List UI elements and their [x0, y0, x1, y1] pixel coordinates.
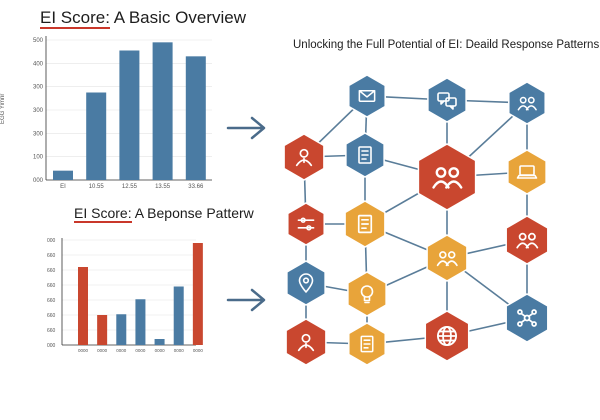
document-icon	[357, 214, 373, 234]
chart2-ytick-label: 660	[47, 298, 56, 304]
chart1-ytick-label: 500	[33, 38, 44, 44]
chart2-xtick-label: 0000	[155, 348, 166, 353]
network-title: Unlocking the Full Potential of EI: Deai…	[293, 39, 600, 51]
network-node-hexagon	[505, 293, 549, 343]
network-node-hexagon	[417, 143, 477, 211]
person-icon	[297, 333, 315, 352]
chart2-ytick-label: 660	[47, 253, 56, 259]
chart1-xtick-label: 12.55	[122, 184, 138, 190]
chart2-bar	[97, 315, 108, 345]
arrow-right-icon	[226, 116, 266, 140]
chart1-bar	[185, 56, 206, 181]
chart2-ytick-label: 660	[47, 283, 56, 289]
chart1-bar	[152, 42, 173, 181]
chart2-ytick-label: 660	[47, 313, 56, 319]
chart2-bar	[78, 267, 88, 345]
chart1-bar	[53, 170, 73, 180]
lightbulb-icon	[360, 285, 374, 304]
chart2-ytick-label: 000	[47, 343, 56, 349]
people-icon	[432, 167, 463, 189]
chart1-xtick-label: 33.66	[188, 184, 204, 190]
chart1-bar	[86, 92, 107, 180]
chart2-xtick-label: 0000	[135, 348, 146, 353]
chart1-ytick-label: 000	[33, 178, 44, 184]
chart1-ytick-label: 300	[33, 108, 44, 114]
chart2-bar	[154, 339, 165, 345]
chart2-ytick-label: 000	[47, 238, 56, 244]
sliders-icon	[297, 217, 315, 231]
chart1-ytick-label: 100	[33, 155, 44, 161]
chart1-xtick-label: EI	[60, 184, 66, 190]
chart2-ytick-label: 660	[47, 328, 56, 334]
person-icon	[295, 148, 313, 167]
chart1-xtick-label: 13.55	[155, 184, 171, 190]
chart2-ytick-label: 660	[47, 268, 56, 274]
envelope-icon	[358, 89, 376, 103]
chat-bubbles-icon	[437, 92, 457, 110]
arrow-right-icon	[226, 288, 266, 312]
chart2-xtick-label: 0000	[78, 348, 89, 353]
people-icon	[517, 96, 537, 111]
chart1-title: EI Score: A Basic Overview	[40, 8, 246, 29]
chart2-bar	[173, 286, 184, 345]
network-node-hexagon	[347, 271, 387, 317]
network-node-hexagon	[505, 215, 549, 265]
chart1-ytick-label: 300	[33, 85, 44, 91]
chart1-bar	[119, 50, 140, 180]
globe-icon	[437, 326, 457, 346]
chart1-ytick-label: 400	[33, 61, 44, 67]
chart1-ytick-label: 300	[33, 131, 44, 137]
chart1-xtick-label: 10.55	[89, 184, 105, 190]
network-node-hexagon	[507, 149, 547, 195]
network-node-hexagon	[426, 234, 468, 282]
chart2-xtick-label: 0000	[116, 348, 127, 353]
chart2-xtick-label: 0000	[174, 348, 185, 353]
people-icon	[516, 232, 539, 249]
chart2-bar	[116, 314, 127, 345]
network-icon	[517, 309, 537, 327]
network-node-hexagon	[508, 81, 546, 125]
network-node-hexagon	[287, 202, 325, 246]
people-icon	[436, 251, 458, 267]
network-node-hexagon	[427, 77, 467, 123]
document-icon	[358, 146, 372, 164]
chart2-xtick-label: 0000	[193, 348, 204, 353]
chart2-title: EI Score: A Beponse Patterw	[74, 205, 254, 223]
chart2-bar	[135, 299, 146, 345]
chart2-xtick-label: 0000	[97, 348, 108, 353]
chart2-bar	[192, 243, 203, 345]
location-pin-icon	[298, 273, 314, 293]
document-icon	[360, 335, 374, 353]
laptop-icon	[516, 165, 538, 179]
